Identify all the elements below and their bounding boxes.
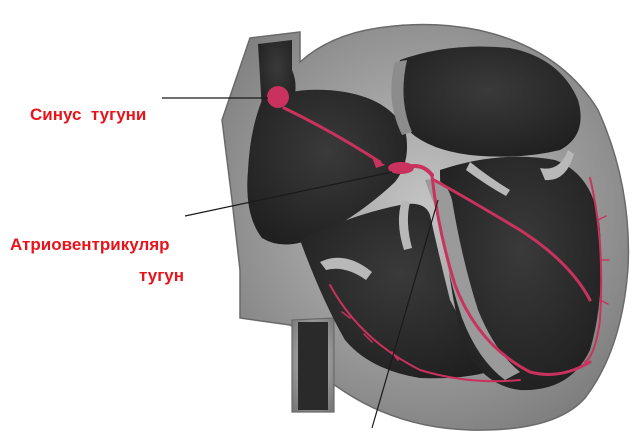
av-node-label-line-1: Атриовентрикуляр xyxy=(10,236,170,253)
sinus-node xyxy=(267,86,289,108)
av-node-label-line-2: тугун xyxy=(139,267,184,284)
inferior-vena-cava-lumen xyxy=(298,322,328,410)
sinus-node-label: Синус тугуни xyxy=(30,106,146,123)
